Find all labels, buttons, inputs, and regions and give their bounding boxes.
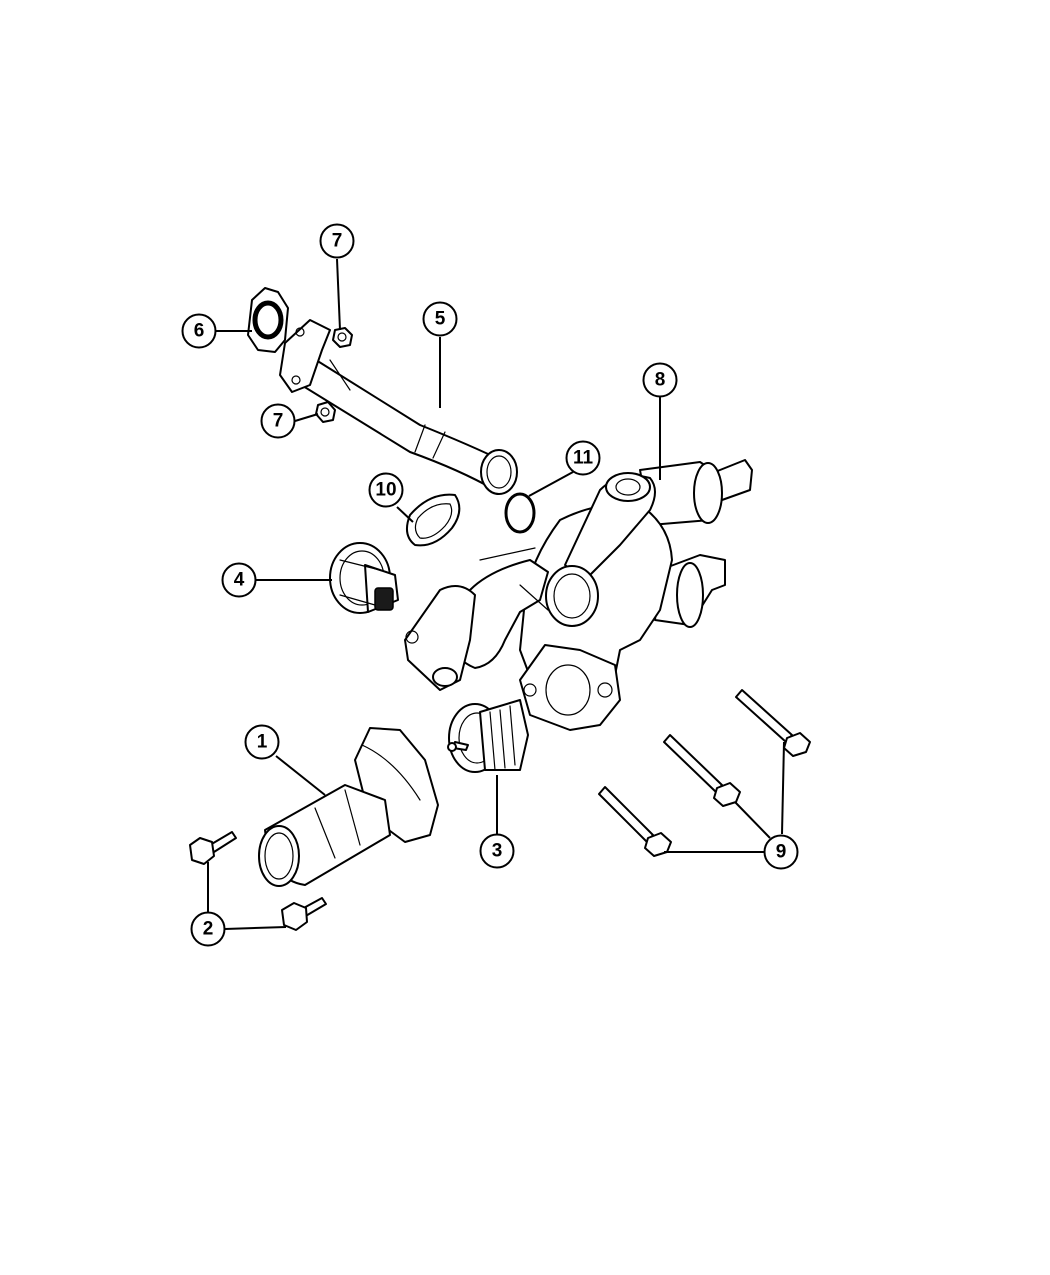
part-7-nut-lower [315,401,336,423]
svg-text:7: 7 [273,411,284,432]
callout-2: 2 [190,911,226,947]
leader-11 [528,471,574,497]
callout-7-lower: 7 [260,403,296,439]
part-6-gasket [247,287,289,353]
part-9-bolt-2 [663,734,741,807]
part-2-bolt-upper [189,831,237,865]
callout-7-upper: 7 [319,223,355,259]
svg-text:4: 4 [234,570,245,591]
part-10-seal [405,493,461,547]
part-8-thermostat-housing [404,459,753,731]
part-2-bolt-lower [281,897,327,931]
leader-1 [275,755,326,796]
leader-2b [224,926,287,930]
leader-10 [396,506,414,523]
svg-text:3: 3 [492,841,503,862]
callout-10: 10 [368,472,404,508]
callout-5: 5 [422,301,458,337]
leader-9b [734,801,771,839]
callout-1: 1 [244,724,280,760]
leader-lines [207,258,785,930]
part-1-water-inlet [258,727,439,887]
svg-text:10: 10 [375,480,396,501]
leader-7b [294,413,319,422]
part-7-nut-upper [332,327,353,348]
part-9-bolt-3 [598,786,672,857]
part-9-bolt-1 [735,689,811,757]
part-11-o-ring [504,492,536,534]
callout-3: 3 [479,833,515,869]
callout-4: 4 [221,562,257,598]
svg-text:9: 9 [776,842,787,863]
part-5-coolant-tube [279,319,518,495]
svg-text:7: 7 [332,231,343,252]
callout-11: 11 [565,440,601,476]
leader-9c [781,741,785,835]
svg-text:1: 1 [257,732,268,753]
callout-6: 6 [181,313,217,349]
svg-text:5: 5 [435,309,446,330]
part-4-thermostat [329,542,399,614]
callout-8: 8 [642,362,678,398]
part-3-thermostat [447,699,529,773]
svg-text:6: 6 [194,321,205,342]
callout-9: 9 [763,834,799,870]
svg-text:2: 2 [203,919,214,940]
leader-7a [336,258,341,331]
svg-text:11: 11 [573,448,594,469]
svg-text:8: 8 [655,370,666,391]
